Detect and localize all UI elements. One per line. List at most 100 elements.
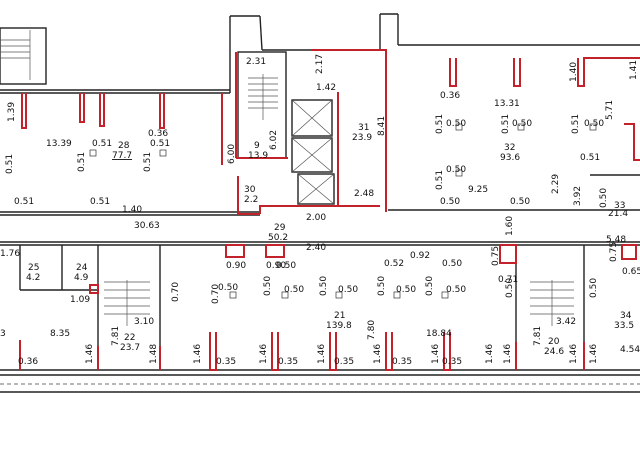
dim-label: 0.51: [501, 114, 511, 134]
dim-label: 3.42: [556, 317, 576, 327]
dim-label: 1.40: [569, 62, 579, 82]
dim-label: 1.46: [431, 344, 441, 364]
room-34-area: 33.5: [614, 321, 634, 331]
dim-label: 0.50: [319, 276, 329, 296]
dim-label: 0.50: [584, 119, 604, 129]
dim-label: 0.50: [218, 283, 238, 293]
dim-label: 1.46: [485, 344, 495, 364]
dim-label: 0.70: [171, 282, 181, 302]
dim-label: 1.48: [149, 344, 159, 364]
dim-label: 0.51: [435, 170, 445, 190]
dim-label: 0.36: [148, 129, 168, 139]
dim-label: 0.50: [425, 276, 435, 296]
dim-label: 0.50: [440, 197, 460, 207]
room-25-area: 4.2: [26, 273, 40, 283]
dim-label: 0.75: [609, 242, 619, 262]
dim-label: 30.63: [134, 221, 160, 231]
dim-label: 0.51: [571, 114, 581, 134]
dim-label: 5.48: [606, 235, 626, 245]
room-20-area: 24.6: [544, 347, 564, 357]
dim-label: 1.46: [193, 344, 203, 364]
dim-label: 0.92: [410, 251, 430, 261]
dim-label: 1.46: [85, 344, 95, 364]
room-21-area: 139.8: [326, 321, 352, 331]
dim-label: 0.50: [599, 188, 609, 208]
dim-label: 1.46: [503, 344, 513, 364]
dim-label: 0.50: [446, 119, 466, 129]
room-29-number: 29: [274, 223, 286, 233]
room-29-area: 50.2: [268, 233, 288, 243]
dim-label: 0.50: [284, 285, 304, 295]
dim-label: 3.92: [573, 186, 583, 206]
dim-label: 0.35: [278, 357, 298, 367]
dim-label: 0.90: [266, 261, 286, 271]
dim-label: 0.51: [92, 139, 112, 149]
room-22-number: 22: [124, 333, 135, 343]
dim-label: 7.80: [367, 320, 377, 340]
room-22-area: 23.7: [120, 343, 140, 353]
dim-label: 0.90: [226, 261, 246, 271]
dim-label: 1.09: [70, 295, 90, 305]
dim-label: 1.42: [316, 83, 336, 93]
dim-label: 3.10: [134, 317, 154, 327]
dim-label: 0.50: [446, 285, 466, 295]
dim-label: 1.46: [569, 344, 579, 364]
dim-label: 1.46: [259, 344, 269, 364]
dim-label: 0.50: [512, 119, 532, 129]
dimension-labels: 2.31 2.17 1.42 8.41 6.02 6.00 2.48 2.00 …: [0, 54, 640, 367]
dim-label: 7.81: [533, 326, 543, 346]
dim-label: 0.65: [622, 267, 640, 277]
dim-label: 18.84: [426, 329, 452, 339]
room-32-area: 93.6: [500, 153, 520, 163]
dim-label: 0.36: [440, 91, 460, 101]
room-25-number: 25: [28, 263, 39, 273]
dim-label: 4.54: [620, 345, 640, 355]
dim-label: 0.50: [377, 276, 387, 296]
dim-label: 0.52: [384, 259, 404, 269]
dim-label: 0.51: [90, 197, 110, 207]
dim-label: 0.51: [435, 114, 445, 134]
dim-label: 0.50: [446, 165, 466, 175]
dim-label: 9.25: [468, 185, 488, 195]
dim-label: 2.29: [551, 174, 561, 194]
dim-label: 0.50: [505, 278, 515, 298]
dim-label: 2.40: [306, 243, 326, 253]
room-30-number: 30: [244, 185, 256, 195]
room-28-number: 28: [118, 141, 130, 151]
dim-label: 8.35: [50, 329, 70, 339]
dim-label: 8.41: [377, 116, 387, 136]
dim-label: 0.75: [491, 246, 501, 266]
dim-label: 0.35: [334, 357, 354, 367]
room-9-area: 13.9: [248, 151, 268, 161]
dim-label: 0.50: [442, 259, 462, 269]
dim-label: 0.35: [392, 357, 412, 367]
room-20-number: 20: [548, 337, 560, 347]
dim-label: 1.39: [7, 102, 17, 122]
room-24-number: 24: [76, 263, 88, 273]
dim-label: 0.50: [396, 285, 416, 295]
walls: [0, 13, 640, 393]
dim-label: 0.51: [580, 153, 600, 163]
dim-label: 3: [0, 329, 6, 339]
room-32-number: 32: [504, 143, 515, 153]
room-33-number: 33: [614, 201, 625, 211]
room-24-area: 4.9: [74, 273, 89, 283]
dim-label: 0.50: [510, 197, 530, 207]
dim-label: 0.51: [14, 197, 34, 207]
dim-label: 2.31: [246, 57, 266, 67]
socket-symbols: [89, 123, 597, 299]
dim-label: 5.71: [605, 100, 615, 120]
room-labels: 28 77.7 9 13.9 30 2.2 31 23.9 32 93.6 33…: [26, 123, 634, 357]
dim-label: 7.81: [111, 326, 121, 346]
dim-label: 0.50: [338, 285, 358, 295]
dim-label: 1.46: [373, 344, 383, 364]
dim-label: 0.51: [77, 152, 87, 172]
dim-label: 2.00: [306, 213, 326, 223]
dim-label: 0.36: [18, 357, 38, 367]
room-31-number: 31: [358, 123, 369, 133]
highlighted-area: [19, 49, 640, 371]
dim-label: 0.51: [150, 139, 170, 149]
dim-label: 1.40: [122, 205, 142, 215]
dim-label: 0.51: [5, 154, 15, 174]
